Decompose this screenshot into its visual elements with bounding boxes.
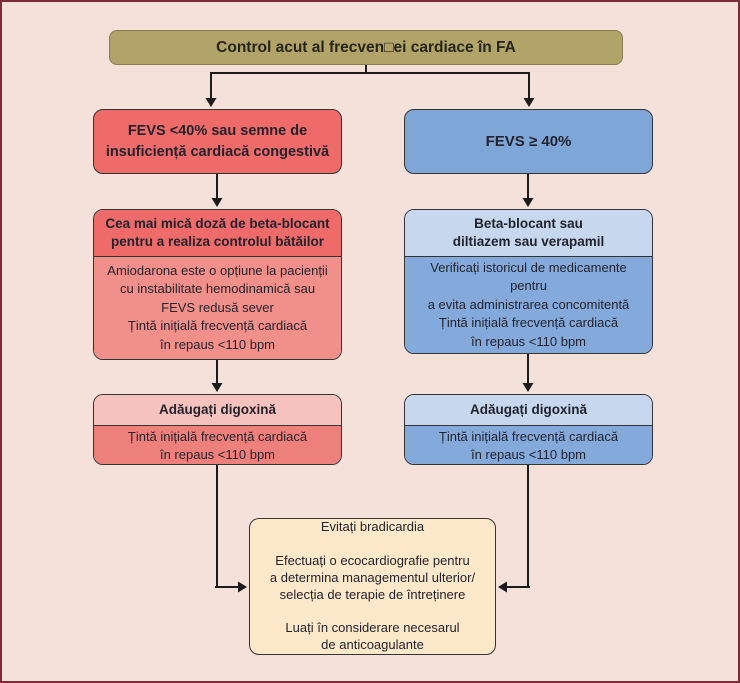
arrow-right-1-2-head bbox=[522, 198, 534, 207]
arrow-right-2-3-head bbox=[522, 383, 534, 392]
right-digoxin-box: Adăugați digoxină Țintă inițială frecven… bbox=[404, 394, 653, 465]
left-digoxin-note-text: Țintă inițială frecvență cardiacă în rep… bbox=[127, 429, 308, 463]
left-condition-text: FEVS <40% sau semne de insuficiență card… bbox=[105, 123, 330, 160]
title-text: Control acut al frecven□ei cardiace în F… bbox=[216, 38, 516, 56]
right-condition-text: FEVS ≥ 40% bbox=[485, 133, 572, 150]
left-treatment-header: Cea mai mică doză de beta-blocant pentru… bbox=[94, 210, 341, 257]
left-digoxin-note: Țintă inițială frecvență cardiacă în rep… bbox=[94, 426, 341, 464]
left-treatment-header-text: Cea mai mică doză de beta-blocant pentru… bbox=[105, 215, 330, 249]
right-digoxin-note: Țintă inițială frecvență cardiacă în rep… bbox=[405, 426, 652, 464]
title-box: Control acut al frecven□ei cardiace în F… bbox=[109, 30, 623, 65]
right-treatment-note-text: Verificați istoricul de medicamente pent… bbox=[427, 260, 630, 349]
arrow-title-to-left-head bbox=[205, 98, 217, 107]
left-treatment-note: Amiodarona este o opțiune la pacienții c… bbox=[94, 257, 341, 359]
arrow-title-to-right-head bbox=[523, 98, 535, 107]
left-digoxin-box: Adăugați digoxină Țintă inițială frecven… bbox=[93, 394, 342, 465]
right-treatment-header: Beta-blocant sau diltiazem sau verapamil bbox=[405, 210, 652, 257]
left-treatment-box: Cea mai mică doză de beta-blocant pentru… bbox=[93, 209, 342, 360]
left-condition-box: FEVS <40% sau semne de insuficiență card… bbox=[93, 109, 342, 174]
outcome-box: Evitați bradicardia Efectuați o ecocardi… bbox=[249, 518, 496, 655]
right-condition-box: FEVS ≥ 40% bbox=[404, 109, 653, 174]
left-treatment-note-text: Amiodarona este o opțiune la pacienții c… bbox=[107, 262, 328, 352]
arrow-right-to-outcome-head bbox=[498, 581, 507, 593]
right-digoxin-note-text: Țintă inițială frecvență cardiacă în rep… bbox=[438, 429, 619, 463]
outcome-text: Evitați bradicardia Efectuați o ecocardi… bbox=[269, 518, 476, 653]
arrow-left-1-2-head bbox=[211, 198, 223, 207]
right-treatment-header-text: Beta-blocant sau diltiazem sau verapamil bbox=[452, 215, 605, 249]
arrow-left-to-outcome-head bbox=[238, 581, 247, 593]
left-digoxin-header: Adăugați digoxină bbox=[94, 395, 341, 426]
left-digoxin-header-text: Adăugați digoxină bbox=[158, 401, 276, 417]
right-treatment-box: Beta-blocant sau diltiazem sau verapamil… bbox=[404, 209, 653, 354]
right-digoxin-header: Adăugați digoxină bbox=[405, 395, 652, 426]
arrow-left-2-3-head bbox=[211, 383, 223, 392]
right-digoxin-header-text: Adăugați digoxină bbox=[469, 401, 587, 417]
right-treatment-note: Verificați istoricul de medicamente pent… bbox=[405, 257, 652, 353]
